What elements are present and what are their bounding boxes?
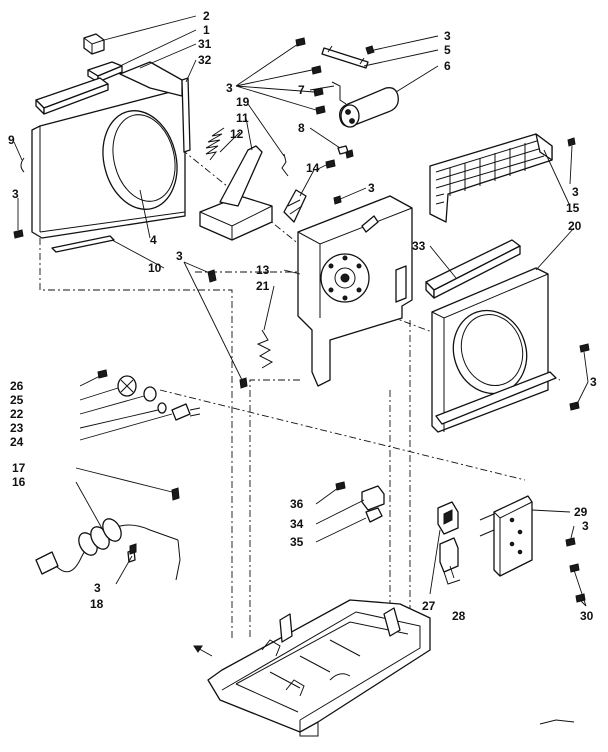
callout-20: 20 <box>568 219 582 233</box>
callout-3-cord: 3 <box>94 581 101 595</box>
part-7-bracket <box>331 81 347 105</box>
part-1-block <box>87 61 123 83</box>
callout-34: 34 <box>290 517 304 531</box>
callout-5: 5 <box>444 43 451 57</box>
part-28-switch <box>439 537 461 585</box>
callout-2: 2 <box>203 9 210 23</box>
callout-3-topright: 3 <box>444 29 451 43</box>
part-4-front-panel <box>31 61 186 239</box>
part-15-coil <box>429 133 553 223</box>
callout-3-coil: 3 <box>572 185 579 199</box>
part-5-strap <box>321 45 369 69</box>
base-pan <box>207 599 575 737</box>
part-25-knob <box>117 375 137 397</box>
callout-16: 16 <box>12 475 26 489</box>
part-13-partition <box>297 195 413 387</box>
callout-22: 22 <box>10 407 24 421</box>
part-21-spring <box>256 329 274 369</box>
part-27-switch <box>437 501 459 535</box>
callout-3-top: 3 <box>226 81 233 95</box>
part-33-bar <box>425 239 521 299</box>
part-16-power-cord <box>35 518 181 581</box>
callout-6: 6 <box>444 59 451 73</box>
callout-29: 29 <box>574 505 588 519</box>
part-31-strip <box>35 77 109 115</box>
front-arrow-icon <box>193 645 213 657</box>
part-24-switch <box>171 403 201 421</box>
callout-19: 19 <box>236 95 250 109</box>
callout-3-left: 3 <box>12 187 19 201</box>
callout-3-rear: 3 <box>590 375 597 389</box>
callout-28: 28 <box>452 609 466 623</box>
leader-lines <box>13 15 589 607</box>
callout-labels: 2 1 31 32 3 19 11 12 9 3 4 10 3 3 5 6 7 … <box>8 9 597 623</box>
callout-4: 4 <box>150 233 157 247</box>
part-2-cap <box>83 33 105 55</box>
callout-3-bracket: 3 <box>582 519 589 533</box>
callout-3-center: 3 <box>368 181 375 195</box>
part-32-rod <box>181 77 191 153</box>
part-19-clip <box>281 153 289 177</box>
part-23-washer <box>157 402 167 414</box>
callout-1: 1 <box>203 23 210 37</box>
callout-12: 12 <box>230 127 244 141</box>
part-29-control-bracket <box>479 495 533 577</box>
part-14-plate <box>283 189 307 223</box>
callout-11: 11 <box>236 111 249 125</box>
callout-9: 9 <box>8 133 15 147</box>
callout-27: 27 <box>422 599 436 613</box>
callout-3-mid: 3 <box>176 249 183 263</box>
callout-7: 7 <box>298 83 305 97</box>
part-34-relay <box>361 485 385 523</box>
callout-10: 10 <box>148 261 162 275</box>
callout-35: 35 <box>290 535 304 549</box>
part-20-rear-panel <box>431 267 557 433</box>
callout-13: 13 <box>256 263 270 277</box>
callout-36: 36 <box>290 497 304 511</box>
callout-18: 18 <box>90 597 104 611</box>
callout-15: 15 <box>566 201 580 215</box>
callout-24: 24 <box>10 435 24 449</box>
part-12-spring <box>205 127 225 161</box>
part-22-bushing <box>143 386 157 402</box>
part-11-bracket <box>199 145 273 241</box>
callout-25: 25 <box>10 393 24 407</box>
screws <box>13 37 590 603</box>
callout-32: 32 <box>198 53 212 67</box>
callout-26: 26 <box>10 379 24 393</box>
callout-33: 33 <box>412 239 426 253</box>
callout-14: 14 <box>306 161 320 175</box>
callout-31: 31 <box>198 37 212 51</box>
callout-23: 23 <box>10 421 24 435</box>
part-10-bar <box>51 235 115 253</box>
part-6-capacitor <box>339 87 399 128</box>
callout-17: 17 <box>12 461 26 475</box>
callout-21: 21 <box>256 279 270 293</box>
part-9-clip <box>20 157 25 173</box>
callout-8: 8 <box>298 121 305 135</box>
callout-30: 30 <box>580 609 594 623</box>
